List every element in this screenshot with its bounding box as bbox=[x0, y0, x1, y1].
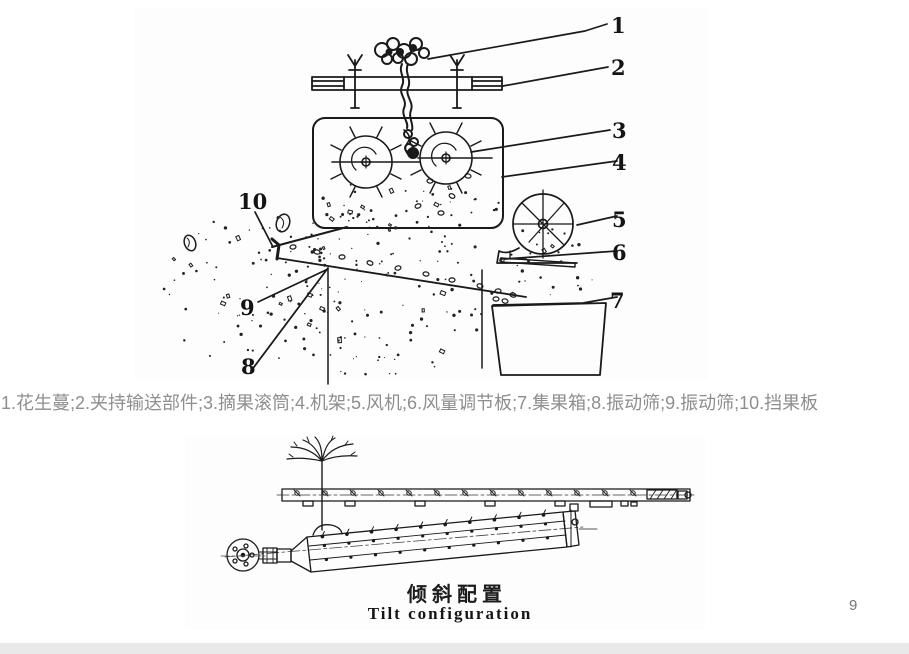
air-adjust-plate bbox=[500, 257, 576, 268]
drum-rivets bbox=[320, 509, 550, 562]
pod-closeups bbox=[183, 213, 291, 252]
figure2-title-en: Tilt configuration bbox=[368, 604, 533, 623]
leader-7 bbox=[492, 296, 618, 306]
part-label-10: 10 bbox=[238, 189, 267, 214]
leader-10 bbox=[254, 211, 274, 248]
figure1-drawing: 1 2 3 4 5 6 7 8 9 10 bbox=[134, 8, 708, 385]
leader-2 bbox=[502, 66, 609, 87]
drum-spokes bbox=[410, 122, 482, 194]
figure2-title-cn: 倾斜配置 bbox=[406, 582, 507, 606]
bearing-hump bbox=[312, 524, 343, 536]
figure1-caption: 1.花生蔓;2.夹持输送部件;3.摘果滚筒;4.机架;5.风机;6.风量调节板;… bbox=[1, 393, 819, 413]
leader-5 bbox=[576, 215, 618, 226]
drum-spokes bbox=[330, 126, 402, 198]
peanut-vine bbox=[374, 37, 430, 159]
vibrating-screen-upper bbox=[276, 257, 527, 298]
deflector-plate bbox=[270, 237, 281, 261]
falling-pods bbox=[289, 173, 517, 304]
rail-clamps bbox=[293, 489, 637, 497]
part-label-5: 5 bbox=[612, 207, 627, 232]
vibrating-screen-lower bbox=[250, 267, 329, 385]
leader-1 bbox=[427, 23, 608, 60]
part-labels: 1 2 3 4 5 6 7 8 9 10 bbox=[238, 13, 627, 379]
figure2-drawing: 倾斜配置 Tilt configuration bbox=[185, 435, 705, 630]
leader-6 bbox=[504, 250, 618, 260]
clamp-conveyor-bar bbox=[311, 54, 503, 109]
picking-drum-side bbox=[224, 503, 598, 573]
picking-drum-left bbox=[330, 126, 421, 198]
part-label-4: 4 bbox=[612, 150, 627, 175]
debris-specks bbox=[162, 183, 593, 376]
part-label-9: 9 bbox=[240, 295, 255, 320]
peanut-plant bbox=[286, 435, 358, 531]
part-label-8: 8 bbox=[241, 354, 256, 379]
footer-bar bbox=[0, 643, 909, 654]
part-label-2: 2 bbox=[611, 55, 626, 80]
leader-4 bbox=[501, 160, 618, 178]
drive-wheel bbox=[220, 538, 278, 572]
part-label-3: 3 bbox=[612, 118, 627, 143]
clamp-rail bbox=[276, 488, 698, 508]
machine-frame bbox=[270, 117, 504, 261]
part-label-6: 6 bbox=[612, 240, 627, 265]
picking-drum-right bbox=[410, 122, 493, 194]
page-number: 9 bbox=[849, 597, 858, 614]
leader-lines bbox=[254, 23, 618, 306]
leader-3 bbox=[470, 129, 611, 153]
part-label-7: 7 bbox=[610, 288, 625, 313]
leader-9 bbox=[257, 268, 329, 303]
part-label-1: 1 bbox=[611, 13, 626, 38]
